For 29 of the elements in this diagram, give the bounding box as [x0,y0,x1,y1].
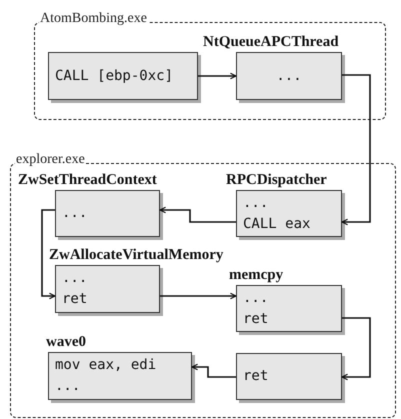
code-block [236,353,342,400]
arrow [41,209,56,300]
function-name: RPCDispatcher [226,172,327,189]
code-line: ret [243,310,268,328]
code-line: ret [243,367,268,386]
code-line: ... [276,66,302,86]
code-line: ... [243,194,268,212]
code-line: ... [55,377,80,396]
arrow [198,72,237,80]
function-name: ZwSetThreadContext [18,172,157,189]
code-line: CALL eax [243,214,310,234]
code-line: ... [62,269,88,288]
code-line: ret [62,290,88,309]
arrow [341,74,371,226]
function-name: wave0 [46,334,86,351]
process-name: AtomBombing.exe [39,11,148,27]
function-name: ZwAllocateVirtualMemory [49,247,224,264]
code-line: ... [62,204,88,223]
arrow [341,317,371,380]
arrow [191,364,236,378]
arrow [160,292,237,300]
code-line: CALL [ebp-0xc] [55,66,174,86]
process-name: explorer.exe [15,152,86,168]
code-line: mov eax, edi [55,356,156,375]
code-line: ... [243,288,268,308]
function-name: NtQueueAPCThread [203,34,339,51]
code-block [48,52,198,100]
arrow [159,206,236,223]
function-name: memcpy [229,267,284,284]
